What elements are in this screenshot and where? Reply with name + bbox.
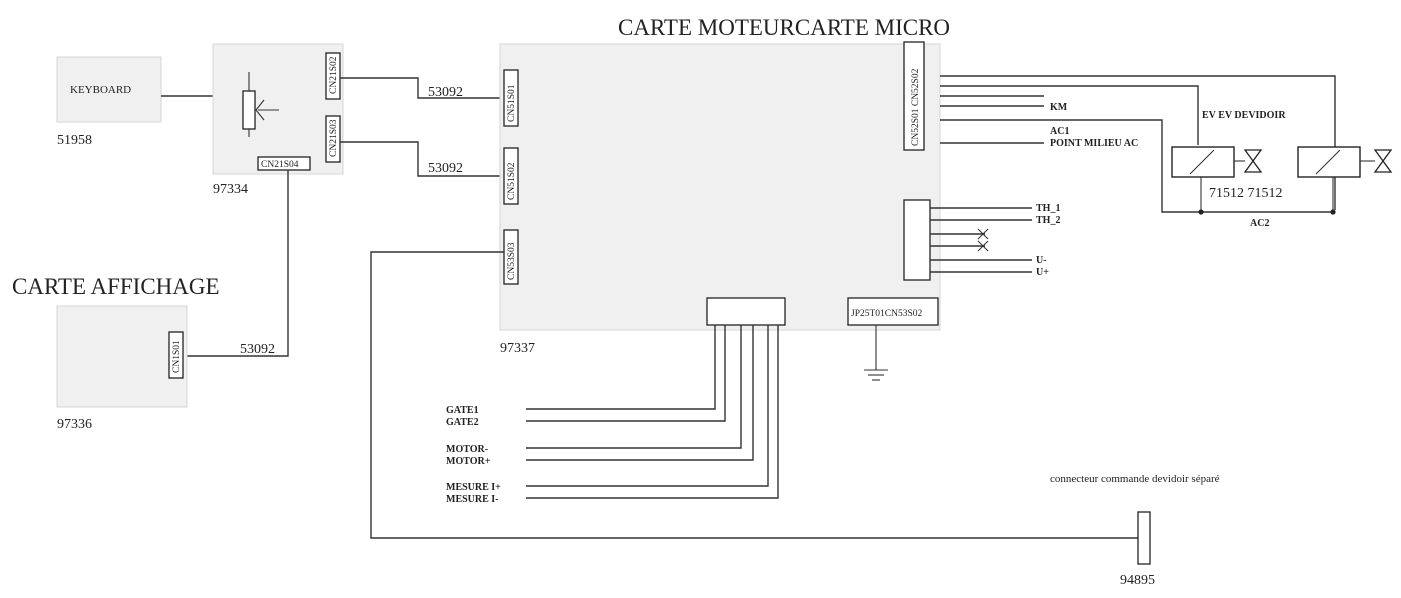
connector-cn21s04 bbox=[257, 156, 311, 171]
micro-board bbox=[499, 43, 941, 331]
connector-cn21s02-label: CN21S02 bbox=[329, 56, 339, 94]
interface-ref: 97334 bbox=[213, 182, 248, 197]
connector-cn51s01 bbox=[503, 69, 519, 127]
label-point-milieu: POINT MILIEU AC bbox=[1050, 138, 1138, 149]
affichage-ref: 97336 bbox=[57, 417, 92, 432]
wire-valve-feed-b bbox=[940, 85, 1199, 145]
potentiometer-icon bbox=[242, 72, 279, 137]
connector-cn51s02 bbox=[503, 147, 519, 205]
connector-94895 bbox=[1137, 511, 1151, 565]
label-mesure-minus: MESURE I- bbox=[446, 494, 499, 505]
valves-title: EV EV DEVIDOIR bbox=[1202, 110, 1286, 121]
valve-1 bbox=[1171, 146, 1263, 215]
wire-mesure-plus bbox=[526, 325, 769, 487]
label-gate2: GATE2 bbox=[446, 417, 479, 428]
cable-1-label: 53092 bbox=[428, 85, 463, 100]
connector-bottom bbox=[706, 297, 786, 326]
connector-cn53s03-label: CN53S03 bbox=[507, 242, 517, 280]
wire-gate2 bbox=[526, 325, 726, 422]
title-carte-micro: CARTE MOTEURCARTE MICRO bbox=[618, 15, 950, 40]
label-u-plus: U+ bbox=[1036, 267, 1049, 278]
connector-jp25t01-cn53s02-label: JP25T01CN53S02 bbox=[851, 309, 923, 319]
wire-mesure-minus bbox=[526, 325, 779, 499]
valves-refs: 71512 71512 bbox=[1209, 186, 1283, 201]
label-gate1: GATE1 bbox=[446, 405, 479, 416]
note-devidoir: connecteur commande devidoir séparé bbox=[1050, 473, 1220, 485]
affichage-board bbox=[56, 305, 188, 408]
label-th1: TH_1 bbox=[1036, 203, 1060, 214]
label-km: KM bbox=[1050, 102, 1068, 113]
connector-cn52s01-cn52s02 bbox=[903, 41, 925, 151]
label-u-minus: U- bbox=[1036, 255, 1047, 266]
connector-cn51s02-label: CN51S02 bbox=[507, 162, 517, 200]
connector-cn21s04-label: CN21S04 bbox=[261, 160, 299, 170]
remote-ref: 94895 bbox=[1120, 573, 1155, 588]
keyboard-ref: 51958 bbox=[57, 133, 92, 148]
label-mesure-plus: MESURE I+ bbox=[446, 482, 501, 493]
connector-th-u bbox=[903, 199, 931, 281]
interface-board bbox=[212, 43, 344, 175]
label-motor-minus: MOTOR- bbox=[446, 444, 488, 455]
cable-2-label: 53092 bbox=[428, 161, 463, 176]
label-ac2: AC2 bbox=[1250, 218, 1269, 229]
connector-cn1s01-label: CN1S01 bbox=[172, 340, 182, 373]
label-th2: TH_2 bbox=[1036, 215, 1060, 226]
cable-2 bbox=[340, 141, 502, 177]
ground-icon bbox=[864, 325, 888, 381]
connector-cn21s03 bbox=[325, 115, 341, 163]
label-motor-plus: MOTOR+ bbox=[446, 456, 491, 467]
title-carte-affichage: CARTE AFFICHAGE bbox=[12, 274, 220, 299]
valve-2 bbox=[1297, 146, 1393, 215]
connector-jp25t01-cn53s02 bbox=[847, 297, 939, 326]
wire-ac1 bbox=[940, 119, 1335, 213]
connector-cn1s01 bbox=[168, 331, 184, 379]
wire-gate1 bbox=[526, 325, 716, 410]
cable-3 bbox=[185, 170, 289, 357]
wire-motor-minus bbox=[526, 325, 742, 449]
keyboard-label: KEYBOARD bbox=[70, 84, 131, 96]
keyboard-board bbox=[56, 56, 162, 123]
connector-cn21s02 bbox=[325, 52, 341, 100]
wire-remote bbox=[370, 251, 1138, 539]
label-ac1: AC1 bbox=[1050, 126, 1069, 137]
cable-3-label: 53092 bbox=[240, 342, 275, 357]
micro-ref: 97337 bbox=[500, 341, 535, 356]
connector-cn51s01-label: CN51S01 bbox=[507, 84, 517, 122]
not-connected-icon bbox=[977, 228, 989, 252]
wire-motor-plus bbox=[526, 325, 754, 461]
connector-cn52s01-cn52s02-label: CN52S01 CN52S02 bbox=[911, 68, 921, 146]
connector-cn21s03-label: CN21S03 bbox=[329, 119, 339, 157]
cable-1 bbox=[340, 77, 502, 99]
connector-cn53s03 bbox=[503, 229, 519, 285]
